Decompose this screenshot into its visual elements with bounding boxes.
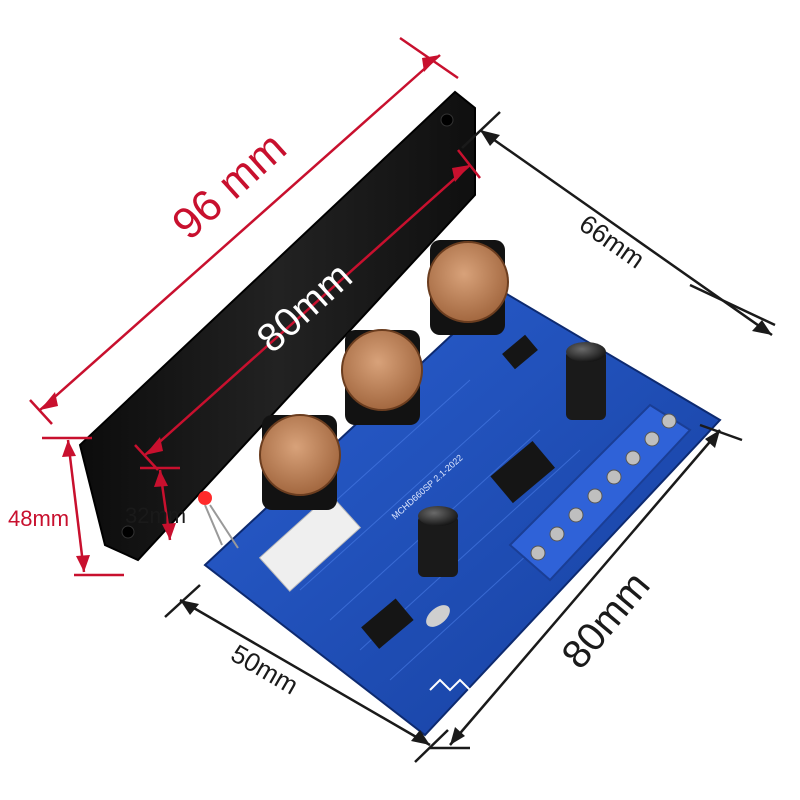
red-arrowheads [40, 55, 470, 572]
dimension-line-96mm [39, 54, 441, 411]
dimension-line-80mm-top [144, 164, 471, 456]
capacitor [566, 342, 606, 420]
ic-chip [361, 598, 414, 649]
dimension-line-80mm-bottom [449, 429, 721, 746]
capacitor [418, 506, 458, 577]
mounting-hole [121, 525, 135, 539]
dimension-line-48mm [66, 439, 86, 573]
white-connector [258, 493, 362, 592]
screw-terminal-block [508, 403, 692, 582]
ic-chip [490, 440, 556, 504]
potentiometer [259, 414, 341, 510]
ic-chip [502, 334, 538, 370]
antenna-trace [429, 678, 491, 692]
mounting-hole [440, 113, 454, 127]
label-32mm: 32mm [125, 503, 187, 528]
potentiometer [341, 329, 423, 425]
potentiometer [427, 240, 509, 335]
crystal [426, 605, 450, 627]
front-panel [78, 90, 476, 562]
led-indicator [198, 491, 239, 549]
dark-dimension-lines [164, 111, 776, 763]
dimension-line-50mm [179, 598, 431, 747]
dark-arrowheads [180, 130, 772, 745]
label-48mm: 48mm [8, 506, 70, 531]
